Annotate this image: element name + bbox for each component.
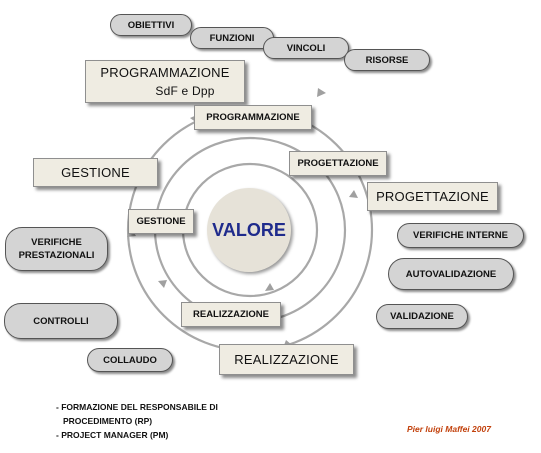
inner-gestione-box: GESTIONE <box>128 209 194 234</box>
outer-progettazione-box: PROGETTAZIONE <box>367 182 498 211</box>
internal-checks-pill: VERIFICHE INTERNE <box>397 223 524 248</box>
constraints-pill: VINCOLI <box>263 37 349 59</box>
self-validation-pill: AUTOVALIDAZIONE <box>388 258 514 290</box>
inner-progettazione-box: PROGETTAZIONE <box>289 151 387 176</box>
outer-programmazione-label: PROGRAMMAZIONE <box>100 65 230 80</box>
functions-pill: FUNZIONI <box>190 27 274 49</box>
flow-arrow <box>265 283 274 291</box>
resources-pill: RISORSE <box>344 49 430 71</box>
flow-arrow <box>158 280 167 288</box>
note-line-1: - FORMAZIONE DEL RESPONSABILE DI <box>56 402 218 412</box>
outer-gestione-box: GESTIONE <box>33 158 158 187</box>
flow-arrow <box>349 190 358 198</box>
testing-pill: COLLAUDO <box>87 348 173 372</box>
validation-pill: VALIDAZIONE <box>376 304 468 329</box>
author-credit: Pier luigi Maffei 2007 <box>407 424 491 434</box>
note-line-2: PROCEDIMENTO (RP) <box>63 416 153 426</box>
valore-center: VALORE <box>207 188 291 272</box>
outer-programmazione-box: PROGRAMMAZIONE SdF e Dpp <box>85 60 245 103</box>
inner-realizzazione-box: REALIZZAZIONE <box>181 302 281 327</box>
note-line-3: - PROJECT MANAGER (PM) <box>56 430 169 440</box>
performance-checks-pill: VERIFICHE PRESTAZIONALI <box>5 227 108 271</box>
outer-realizzazione-box: REALIZZAZIONE <box>219 344 354 375</box>
notes-block: - FORMAZIONE DEL RESPONSABILE DI PROCEDI… <box>56 400 218 442</box>
objectives-pill: OBIETTIVI <box>110 14 192 36</box>
controls-pill: CONTROLLI <box>4 303 118 339</box>
flow-arrow <box>317 88 326 97</box>
outer-programmazione-sublabel: SdF e Dpp <box>155 84 215 98</box>
performance-checks-line1: VERIFICHE <box>31 237 82 248</box>
performance-checks-line2: PRESTAZIONALI <box>18 250 95 261</box>
inner-programmazione-box: PROGRAMMAZIONE <box>194 105 312 130</box>
